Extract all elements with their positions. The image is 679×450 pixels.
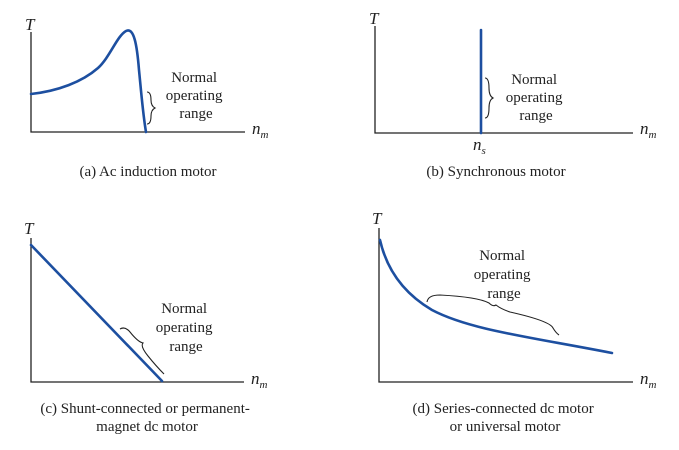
panel-d-axes bbox=[378, 228, 633, 383]
panel-b-caption: (b) Synchronous motor bbox=[426, 164, 565, 180]
panel-a-note: Normal operating range bbox=[166, 70, 226, 122]
panel-a-axes bbox=[30, 32, 245, 133]
panel-d-x-label: nm bbox=[640, 369, 657, 391]
panel-c-torque-line bbox=[29, 243, 164, 383]
panel-a-ac-induction: T Normal operating range nm (a) Ac induc… bbox=[25, 15, 269, 180]
panel-b-axes bbox=[374, 26, 633, 134]
panel-a-range-brace bbox=[146, 91, 157, 125]
panel-d-series-dc: T Normal operating range nm (d) Series-c… bbox=[372, 209, 657, 435]
panel-c-y-label: T bbox=[24, 219, 35, 238]
panel-c-shunt-dc: T Normal operating range nm (c) Shunt-co… bbox=[24, 219, 268, 435]
panel-b-synchronous: T Normal operating range ns nm (b) Synch… bbox=[369, 9, 657, 180]
panel-d-torque-curve bbox=[378, 238, 614, 355]
panel-a-caption: (a) Ac induction motor bbox=[79, 164, 216, 180]
panel-c-note: Normal operating range bbox=[156, 301, 216, 355]
panel-b-range-brace bbox=[484, 77, 495, 119]
panel-b-x-label: nm bbox=[640, 119, 657, 141]
panel-d-range-brace bbox=[426, 294, 560, 336]
panel-a-x-label: nm bbox=[252, 119, 269, 141]
panel-c-axes bbox=[30, 238, 244, 383]
panel-c-range-brace bbox=[119, 327, 165, 375]
panel-a-y-label: T bbox=[25, 15, 36, 34]
panel-d-y-label: T bbox=[372, 209, 383, 228]
panel-a-torque-curve bbox=[29, 29, 148, 134]
panel-b-ns-label: ns bbox=[473, 135, 486, 157]
panel-d-note: Normal operating range bbox=[474, 248, 534, 302]
panel-d-caption: (d) Series-connected dc motor or univers… bbox=[413, 401, 598, 435]
panel-b-y-label: T bbox=[369, 9, 380, 28]
panel-c-x-label: nm bbox=[251, 369, 268, 391]
panel-b-note: Normal operating range bbox=[506, 72, 566, 124]
panel-c-caption: (c) Shunt-connected or permanent- magnet… bbox=[40, 401, 253, 435]
